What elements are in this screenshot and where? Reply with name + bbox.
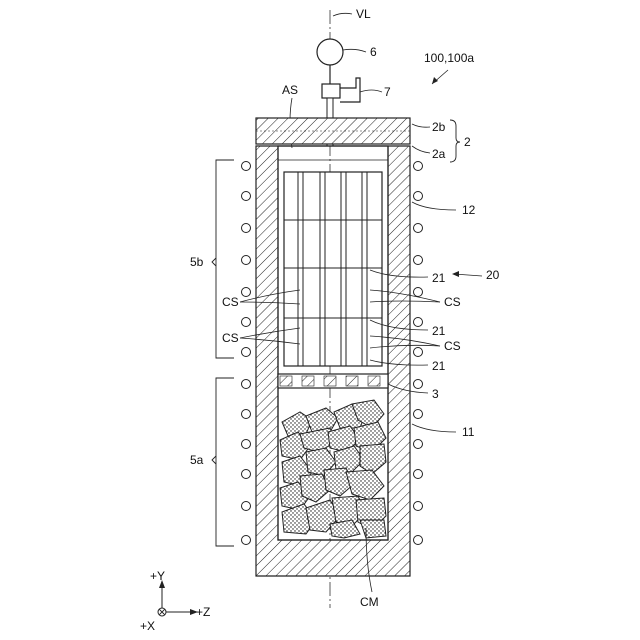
- label-lower-section: 11: [462, 425, 475, 439]
- label-fitting: 7: [384, 85, 391, 99]
- coil-lower-bracket: [216, 378, 234, 546]
- label-upper-section: 12: [462, 203, 476, 217]
- label-coil-lower: 5a: [190, 453, 204, 467]
- lid-brace: [450, 120, 460, 162]
- heating-coils-left: [242, 162, 251, 545]
- raw-material-pile: [280, 400, 386, 538]
- label-apparatus: 100,100a: [424, 51, 474, 65]
- label-stage-21-c: 21: [432, 359, 446, 373]
- label-stage-21-a: 21: [432, 271, 446, 285]
- label-cs-left-1: CS: [222, 295, 239, 309]
- label-lid: 2: [464, 135, 471, 149]
- crystal-holder: [284, 172, 382, 366]
- holder-arrowhead: [452, 271, 459, 277]
- label-cs-left-2: CS: [222, 331, 239, 345]
- label-partition: 3: [432, 387, 439, 401]
- label-lid-outer: 2b: [432, 120, 446, 134]
- valve-leader: [343, 49, 366, 52]
- label-raw-material: CM: [360, 595, 379, 609]
- label-coil-upper: 5b: [190, 255, 204, 269]
- fitting-body: [322, 84, 340, 98]
- valve-ball: [317, 39, 343, 65]
- label-axis-y: +Y: [150, 569, 165, 583]
- label-axis-x: +X: [140, 619, 155, 633]
- apparatus-arrowhead: [432, 77, 438, 84]
- lower-section-leader: [412, 424, 456, 432]
- coil-upper-tick: [212, 258, 216, 266]
- label-cs-right-2: CS: [444, 339, 461, 353]
- fitting-arm: [340, 78, 360, 102]
- label-cs-right-1: CS: [444, 295, 461, 309]
- label-valve: 6: [370, 45, 377, 59]
- partition-plate: [278, 374, 388, 388]
- fitting-leader: [360, 90, 382, 92]
- label-axis-z: +Z: [196, 605, 210, 619]
- lid-outer-leader: [412, 124, 430, 127]
- coil-lower-tick: [212, 456, 216, 464]
- label-lid-inner: 2a: [432, 147, 446, 161]
- label-vl: VL: [356, 7, 371, 21]
- upper-section-leader: [412, 202, 456, 210]
- heating-coils-right: [414, 162, 423, 545]
- coil-upper-bracket: [216, 160, 234, 358]
- label-as: AS: [282, 83, 298, 97]
- label-holder: 20: [486, 268, 500, 282]
- lid-inner-leader: [412, 146, 430, 153]
- vl-leader: [333, 13, 352, 16]
- coordinate-axes: [158, 580, 198, 616]
- label-stage-21-b: 21: [432, 324, 446, 338]
